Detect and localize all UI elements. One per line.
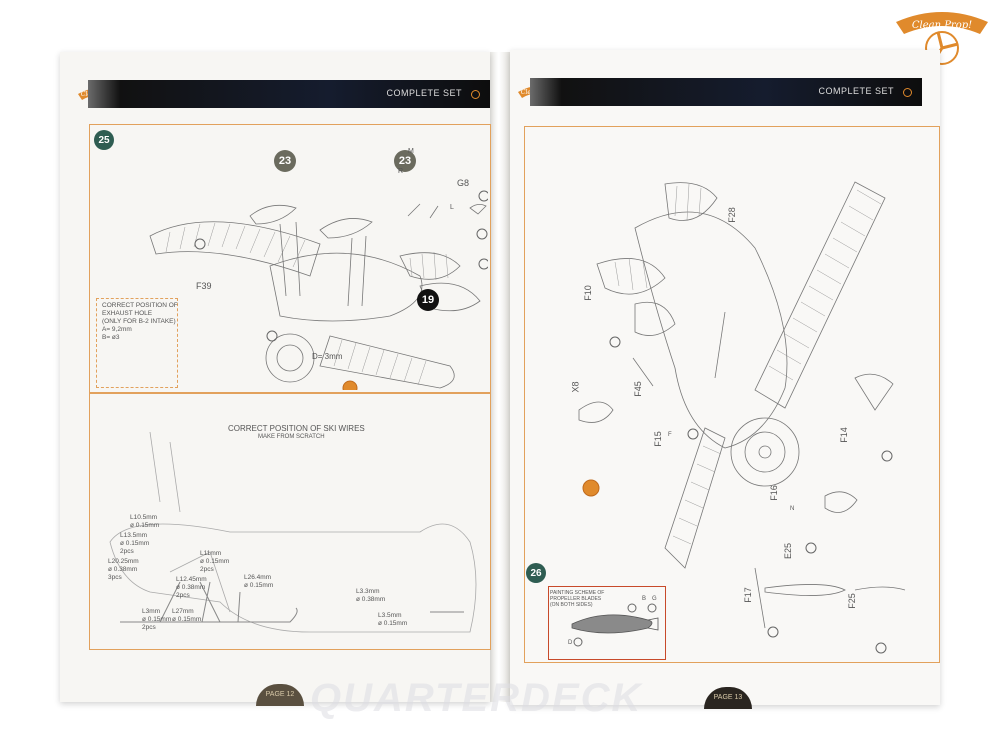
wire-spec-4-diameter: ø 0.15mm — [200, 558, 230, 565]
part-badge-23-b: 23 — [394, 150, 416, 172]
propeller-blade-drawing — [571, 603, 659, 647]
label-f39: F39 — [196, 281, 212, 291]
wire-spec-1-length: L10.5mm — [130, 514, 158, 521]
wire-spec-4-length: L11mm — [200, 550, 222, 557]
brand-logo: Clean Prop! — [896, 12, 988, 65]
propeller-painting-box — [548, 586, 666, 660]
painting-scheme-line-2: PROPELLER BLADES — [550, 596, 602, 602]
label-f45: F45 — [632, 381, 643, 397]
wire-spec-3: L20.25mm ø 0.38mm 3pcs — [108, 558, 139, 582]
wire-spec-6-diameter: ø 0.15mm — [244, 582, 274, 589]
wire-spec-2-count: 2pcs — [120, 548, 134, 555]
wire-spec-5: L12.45mm ø 0.38mm 2pcs — [176, 576, 207, 600]
logo-text: Clean Prop! — [912, 20, 972, 31]
label-f25: F25 — [846, 593, 857, 609]
label-g8: G8 — [457, 178, 470, 188]
wire-spec-10-diameter: ø 0.15mm — [378, 620, 408, 627]
label-m: M — [408, 148, 414, 155]
paint-label-g: G — [652, 596, 657, 602]
wire-spec-5-length: L12.45mm — [176, 576, 207, 583]
label-drill: D= 3mm — [312, 352, 343, 361]
exhaust-note: CORRECT POSITION OF EXHAUST HOLE (ONLY F… — [102, 302, 178, 342]
label-f15: F15 — [652, 431, 663, 447]
page-header: COMPLETE SET — [530, 78, 922, 106]
part-badge-23-a: 23 — [274, 150, 296, 172]
label-f28: F28 — [726, 207, 737, 223]
header-title: COMPLETE SET — [818, 86, 894, 96]
page-number: PAGE 13 — [704, 687, 752, 709]
label-f10: F10 — [582, 285, 593, 301]
ski-wires-frame — [89, 392, 491, 650]
part-badge-19: 19 — [417, 289, 439, 311]
paint-label-d: D — [568, 640, 573, 646]
header-title: COMPLETE SET — [386, 88, 462, 98]
wire-spec-9: L3.3mm ø 0.38mm — [356, 588, 385, 604]
label-n: N — [790, 506, 795, 512]
wire-spec-2-length: L13.5mm — [120, 532, 148, 539]
instruction-page-right: Clean Prop! COMPLETE SET — [510, 50, 940, 709]
book-spine — [490, 52, 512, 702]
wire-spec-6-length: L26.4mm — [244, 574, 272, 581]
wire-spec-3-diameter: ø 0.38mm — [108, 566, 138, 573]
watermark-text: QUARTERDECK — [310, 676, 643, 720]
wire-spec-5-count: 2pcs — [176, 592, 190, 599]
paint-label-b: B — [642, 596, 647, 602]
step-25-assembly-drawing — [149, 190, 488, 390]
label-f16: F16 — [768, 485, 779, 501]
page-header: COMPLETE SET — [88, 80, 490, 108]
wire-spec-9-length: L3.3mm — [356, 588, 380, 595]
instruction-page-left: Clean Prop! COMPLETE SET 25 — [60, 52, 491, 706]
step-26-frame — [524, 126, 940, 663]
label-e25: E25 — [783, 542, 794, 560]
ski-wires-title: CORRECT POSITION OF SKI WIRES — [228, 424, 365, 433]
exhaust-note-line-4: A= 9,2mm — [102, 326, 132, 333]
wire-spec-7: L3mm ø 0.15mm 2pcs — [142, 608, 171, 632]
exhaust-note-line-3: (ONLY FOR B-2 INTAKE) — [102, 318, 176, 325]
wire-spec-1: L10.5mm ø 0.15mm — [130, 514, 159, 530]
exhaust-note-box — [96, 298, 178, 388]
wire-spec-3-count: 3pcs — [108, 574, 122, 581]
wire-spec-6: L26.4mm ø 0.15mm — [244, 574, 273, 590]
step-number: 25 — [94, 130, 114, 150]
step-number: 26 — [526, 563, 546, 583]
painting-scheme-line-3: (ON BOTH SIDES) — [550, 602, 593, 608]
label-r: R — [398, 168, 404, 175]
wire-spec-3-length: L20.25mm — [108, 558, 139, 565]
wire-spec-4: L11mm ø 0.15mm 2pcs — [200, 550, 229, 574]
step-25-frame — [89, 124, 491, 394]
wire-spec-1-diameter: ø 0.15mm — [130, 522, 160, 529]
wire-spec-8: L27mm ø 0.15mm — [172, 608, 201, 624]
wire-spec-10-length: L3.5mm — [378, 612, 402, 619]
wire-spec-2-diameter: ø 0.15mm — [120, 540, 150, 547]
wire-spec-7-length: L3mm — [142, 608, 161, 615]
label-l: L — [450, 204, 454, 211]
header-dot-icon — [471, 90, 480, 99]
label-x8: X8 — [570, 381, 581, 393]
wire-spec-4-count: 2pcs — [200, 566, 214, 573]
header-dot-icon — [903, 88, 912, 97]
ski-wires-drawing — [109, 432, 477, 633]
exhaust-note-line-2: EXHAUST HOLE — [102, 310, 153, 317]
wire-spec-10: L3.5mm ø 0.15mm — [378, 612, 407, 628]
painting-scheme-line-1: PAINTING SCHEME OF — [550, 590, 605, 596]
label-f17: F17 — [742, 587, 753, 603]
exhaust-note-line-5: B= ø3 — [102, 334, 120, 341]
wire-spec-7-diameter: ø 0.15mm — [142, 616, 172, 623]
page-number: PAGE 12 — [256, 684, 304, 706]
label-f: F — [668, 432, 672, 438]
painting-scheme-text: PAINTING SCHEME OF PROPELLER BLADES (ON … — [550, 590, 605, 608]
wire-spec-2: L13.5mm ø 0.15mm 2pcs — [120, 532, 149, 556]
wire-spec-8-length: L27mm — [172, 608, 194, 615]
label-f14: F14 — [838, 427, 849, 443]
wire-spec-9-diameter: ø 0.38mm — [356, 596, 386, 603]
ski-wires-subtitle: MAKE FROM SCRATCH — [258, 434, 325, 440]
step-26-assembly-drawing — [578, 181, 906, 654]
wire-spec-8-diameter: ø 0.15mm — [172, 616, 202, 623]
wire-spec-7-count: 2pcs — [142, 624, 156, 631]
wire-spec-5-diameter: ø 0.38mm — [176, 584, 206, 591]
exhaust-note-line-1: CORRECT POSITION OF — [102, 302, 178, 309]
